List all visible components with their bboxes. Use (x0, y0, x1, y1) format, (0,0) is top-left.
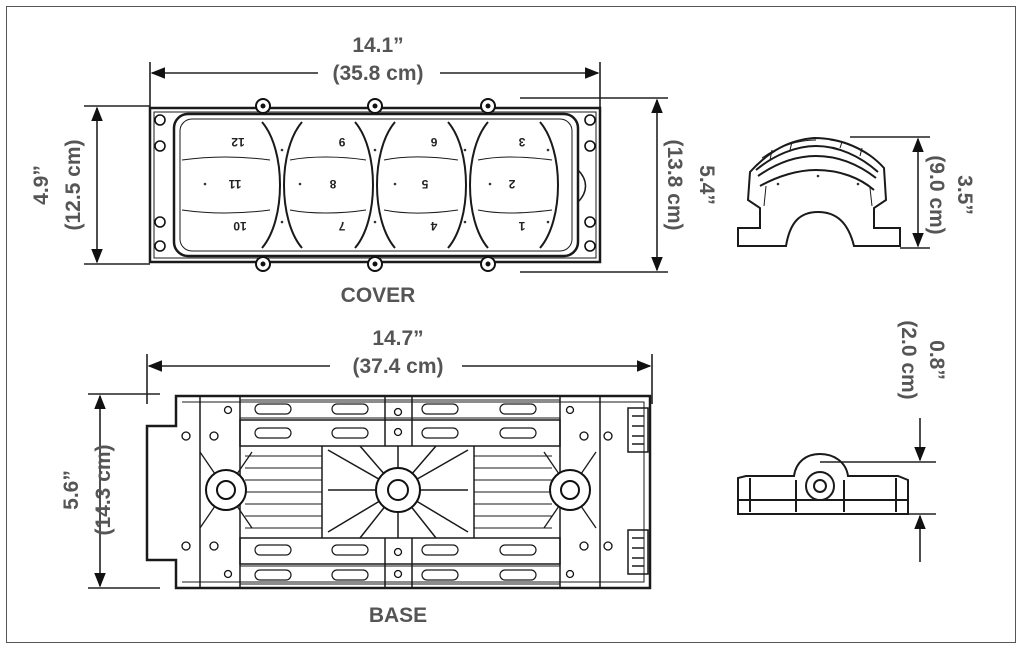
base-width-cm: (37.4 cm) (352, 355, 443, 378)
base-width-inches: 14.7” (372, 327, 423, 350)
slot-number: 2 (508, 177, 515, 191)
cover-slot-numbers: 12 11 10 9 8 7 6 5 4 3 2 1 (228, 135, 525, 233)
cover-width-cm: (35.8 cm) (332, 62, 423, 85)
slot-number: 8 (329, 177, 336, 191)
base-side-height-inches: 0.8” (925, 340, 948, 380)
cover-edge-bolts (255, 98, 496, 272)
slot-number: 1 (518, 219, 525, 233)
slot-number: 5 (421, 177, 428, 191)
cover-height-cm: (12.5 cm) (62, 139, 85, 230)
slot-number: 3 (518, 135, 525, 149)
slot-number: 12 (231, 135, 245, 149)
base-top-view: 14.7” (37.4 cm) 5.6” (14.3 cm) (60, 327, 653, 627)
slot-number: 6 (430, 135, 437, 149)
cover-outer-inches: 5.4” (695, 165, 718, 205)
slot-number: 4 (430, 219, 437, 233)
base-height-cm: (14.3 cm) (92, 444, 115, 535)
base-label: BASE (369, 604, 427, 627)
cover-side-height-cm: (9.0 cm) (925, 155, 948, 234)
base-side-view: 0.8” (2.0 cm) (737, 320, 948, 562)
base-height-inches: 5.6” (60, 470, 83, 510)
cover-top-view: 14.1” (35.8 cm) 4.9” (12.5 cm) 5.4” (13.… (30, 34, 718, 307)
cover-corner-bolts (154, 114, 596, 252)
base-mounting-bosses (205, 467, 591, 513)
cover-height-inches: 4.9” (30, 165, 53, 205)
slot-number: 10 (233, 219, 247, 233)
cover-width-inches: 14.1” (352, 34, 403, 57)
base-side-height-cm: (2.0 cm) (897, 320, 920, 399)
cover-side-height-inches: 3.5” (953, 175, 976, 215)
slot-number: 9 (338, 135, 345, 149)
slot-number: 7 (338, 219, 345, 233)
cover-side-view: 3.5” (9.0 cm) (737, 136, 976, 249)
slot-number: 11 (228, 177, 241, 191)
figure-frame (6, 6, 1016, 643)
cover-label: COVER (341, 284, 416, 307)
cover-outer-cm: (13.8 cm) (663, 139, 686, 230)
